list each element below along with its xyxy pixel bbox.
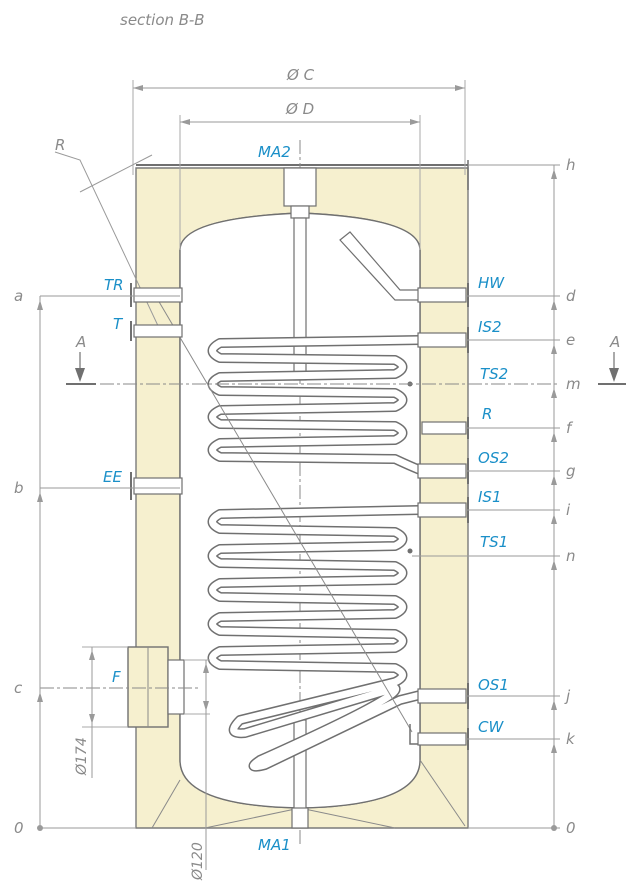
- ts1-sensor-dot: [407, 548, 413, 554]
- dim-arrow: [410, 119, 420, 125]
- section-title: section B-B: [120, 11, 205, 29]
- dim-arrow: [551, 743, 557, 753]
- label-ma1: MA1: [258, 836, 291, 854]
- ee-socket: [133, 477, 183, 495]
- os1-socket: [417, 688, 467, 704]
- level-a: a: [14, 287, 23, 305]
- cw-inlet-bend: [409, 724, 418, 745]
- label-is1: IS1: [478, 488, 502, 506]
- cw-socket: [417, 732, 467, 746]
- level-g: g: [566, 462, 576, 480]
- section-mark-a-right: A: [609, 333, 620, 351]
- label-tr: TR: [104, 276, 124, 294]
- radius-leader: [54, 151, 161, 331]
- label-ts2: TS2: [480, 365, 508, 383]
- radius-tick: [79, 154, 153, 193]
- dim-arrow: [89, 650, 95, 660]
- dim-arrow: [551, 388, 557, 398]
- label-ts1: TS1: [480, 533, 508, 551]
- dim-arrow: [551, 475, 557, 485]
- dim-inner-diameter: Ø D: [285, 100, 314, 118]
- level-k: k: [566, 730, 576, 748]
- tr-socket: [133, 287, 183, 303]
- origin-dot-right: [551, 825, 557, 831]
- label-cw: CW: [478, 718, 504, 736]
- dim-opening-diameter: Ø120: [190, 842, 206, 881]
- f-flange-neck: [167, 659, 185, 715]
- dim-arrow: [551, 700, 557, 710]
- dim-arrow: [551, 432, 557, 442]
- level-n: n: [566, 547, 576, 565]
- ma2-nut: [290, 205, 310, 219]
- label-is2: IS2: [478, 318, 502, 336]
- dim-arrow: [37, 692, 43, 702]
- level-e: e: [566, 331, 575, 349]
- dim-arrow: [133, 85, 143, 91]
- label-ma2: MA2: [258, 143, 291, 161]
- bottom-right-edge: [419, 759, 466, 827]
- bottom-support-right: [299, 807, 396, 829]
- is2-socket: [417, 332, 467, 348]
- bottom-left-edge: [151, 779, 181, 829]
- level-f: f: [566, 419, 574, 437]
- dim-arrow: [203, 701, 209, 711]
- dim-arrow: [37, 300, 43, 310]
- thermometer-probe-line: [157, 299, 406, 721]
- level-c: c: [14, 679, 23, 697]
- label-hw: HW: [478, 274, 505, 292]
- label-os2: OS2: [478, 449, 509, 467]
- dim-arrow: [551, 514, 557, 524]
- dim-arrow: [37, 492, 43, 502]
- dim-flange-diameter: Ø174: [74, 737, 90, 776]
- label-os1: OS1: [478, 676, 509, 694]
- label-f: F: [112, 668, 121, 686]
- label-ee: EE: [103, 468, 122, 486]
- dim-arrow: [89, 714, 95, 724]
- level-b: b: [14, 479, 24, 497]
- hw-socket: [417, 287, 467, 303]
- dim-arrow: [455, 85, 465, 91]
- probe-tip: [404, 719, 413, 733]
- level-m: m: [566, 375, 581, 393]
- level-i: i: [566, 501, 571, 519]
- section-a-left-arrow: [75, 368, 85, 382]
- ma1-socket: [291, 807, 309, 829]
- level-j: j: [564, 687, 571, 705]
- level-h: h: [566, 156, 576, 174]
- os2-socket: [417, 463, 467, 479]
- dim-arrow: [203, 663, 209, 673]
- section-a-right-arrow: [609, 368, 619, 382]
- origin-dot-left: [37, 825, 43, 831]
- label-r: R: [482, 405, 492, 423]
- t-socket: [133, 324, 183, 338]
- dim-outer-diameter: Ø C: [286, 66, 315, 84]
- is1-socket: [417, 502, 467, 518]
- section-mark-a-left: A: [75, 333, 86, 351]
- ma2-socket: [283, 167, 317, 207]
- dim-arrow: [180, 119, 190, 125]
- dim-arrow: [551, 169, 557, 179]
- dim-arrow: [551, 344, 557, 354]
- ma1-anode: [293, 719, 307, 811]
- dim-arrow: [551, 300, 557, 310]
- dim-radius: R: [55, 136, 65, 154]
- lower-heat-exchanger-coil: [207, 505, 425, 772]
- upper-heat-exchanger-coil: [207, 335, 425, 475]
- bottom-support-left: [204, 807, 301, 829]
- label-t: T: [113, 315, 124, 333]
- level-d: d: [566, 287, 576, 305]
- level-zero-left: 0: [14, 819, 24, 837]
- dim-arrow: [551, 560, 557, 570]
- r-socket: [421, 421, 467, 435]
- level-zero-right: 0: [566, 819, 576, 837]
